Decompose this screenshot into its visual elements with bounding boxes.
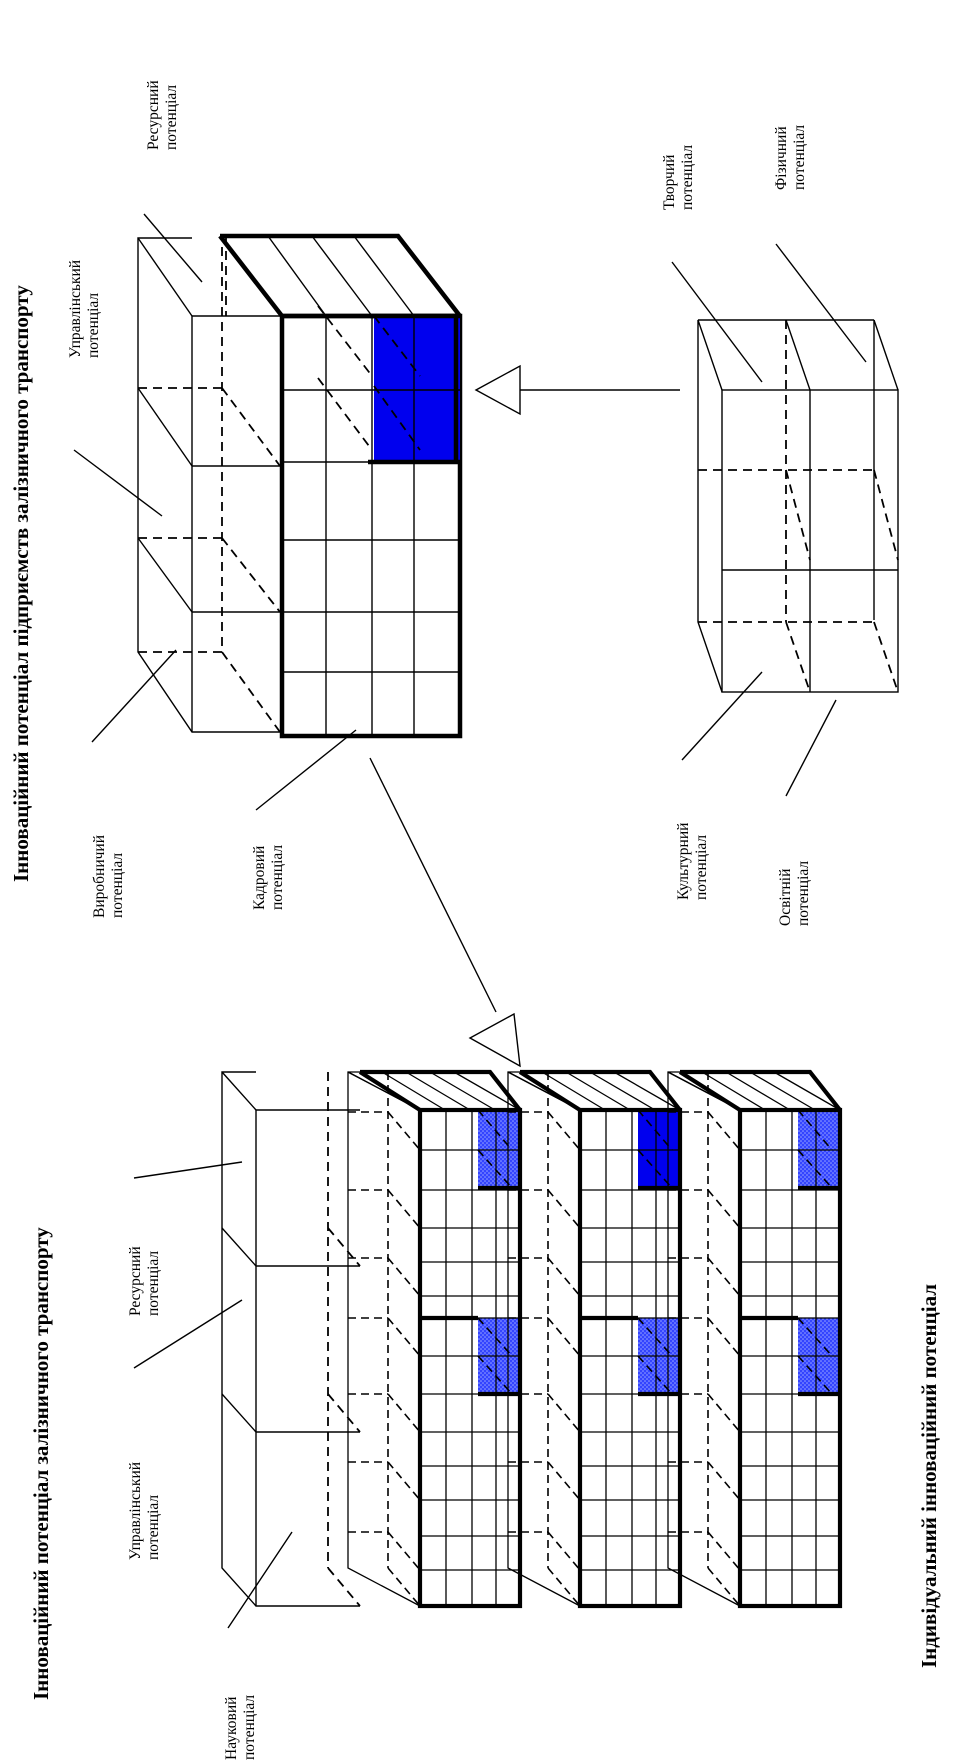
label-individual-creative: Творчий потенціал — [661, 145, 696, 210]
label-railway-resource: Ресурсний потенціал — [127, 1246, 162, 1316]
railway-potential-box — [221, 1071, 361, 1607]
svg-text:Управлінський: Управлінський — [67, 260, 84, 358]
railway-module-2 — [507, 1069, 683, 1609]
svg-text:потенціал: потенціал — [163, 85, 180, 150]
svg-text:потенціал: потенціал — [145, 1495, 162, 1560]
arrow-enterprise-to-railway-head — [468, 1012, 521, 1068]
title-enterprise-potential: Інноваційний потенціал підприємств заліз… — [9, 285, 33, 882]
enterprise-potential-box — [137, 233, 463, 739]
svg-text:Ресурсний: Ресурсний — [145, 80, 162, 150]
svg-text:потенціал: потенціал — [241, 1695, 258, 1760]
label-enterprise-personnel: Кадровий потенціал — [251, 845, 286, 910]
svg-text:Фізичний: Фізичний — [773, 126, 790, 190]
label-enterprise-resource: Ресурсний потенціал — [145, 80, 180, 150]
svg-text:Науковий: Науковий — [223, 1697, 240, 1760]
railway-enterprise-modules — [347, 1069, 843, 1609]
svg-text:потенціал: потенціал — [679, 145, 696, 210]
svg-text:потенціал: потенціал — [791, 125, 808, 190]
svg-text:Культурний: Культурний — [675, 823, 692, 900]
label-railway-management: Управлінський потенціал — [127, 1462, 162, 1560]
highlight-block — [638, 1110, 680, 1188]
svg-text:потенціал: потенціал — [269, 845, 286, 910]
highlight-block — [478, 1110, 520, 1188]
railway-module-1 — [347, 1069, 523, 1609]
svg-text:Управлінський: Управлінський — [127, 1462, 144, 1560]
individual-potential-box — [697, 319, 899, 693]
highlight-block-enterprise — [374, 316, 460, 462]
svg-text:потенціал: потенціал — [145, 1251, 162, 1316]
svg-text:Виробничий: Виробничий — [91, 835, 108, 918]
svg-text:потенціал: потенціал — [85, 293, 102, 358]
svg-text:потенціал: потенціал — [693, 835, 710, 900]
svg-text:потенціал: потенціал — [795, 861, 812, 926]
highlight-block — [798, 1110, 840, 1188]
label-enterprise-management: Управлінський потенціал — [67, 260, 102, 358]
svg-text:потенціал: потенціал — [109, 853, 126, 918]
railway-module-3 — [667, 1069, 843, 1609]
svg-text:Творчий: Творчий — [661, 155, 678, 210]
label-individual-physical: Фізичний потенціал — [773, 125, 808, 190]
svg-text:Освітній: Освітній — [777, 869, 794, 926]
title-individual-potential: Індивідуальний інноваційний потенціал — [917, 1284, 941, 1668]
label-individual-cultural: Культурний потенціал — [675, 823, 710, 900]
svg-text:Ресурсний: Ресурсний — [127, 1246, 144, 1316]
arrow-individual-to-enterprise-head — [474, 364, 521, 416]
arrow-enterprise-to-railway-line — [369, 757, 497, 1013]
label-railway-scientific: Науковий потенціал — [223, 1695, 258, 1760]
label-enterprise-production: Виробничий потенціал — [91, 835, 126, 918]
svg-text:Кадровий: Кадровий — [251, 846, 268, 910]
title-railway-potential: Інноваційний потенціал залізничного тран… — [29, 1227, 53, 1700]
label-individual-educational: Освітній потенціал — [777, 861, 812, 926]
